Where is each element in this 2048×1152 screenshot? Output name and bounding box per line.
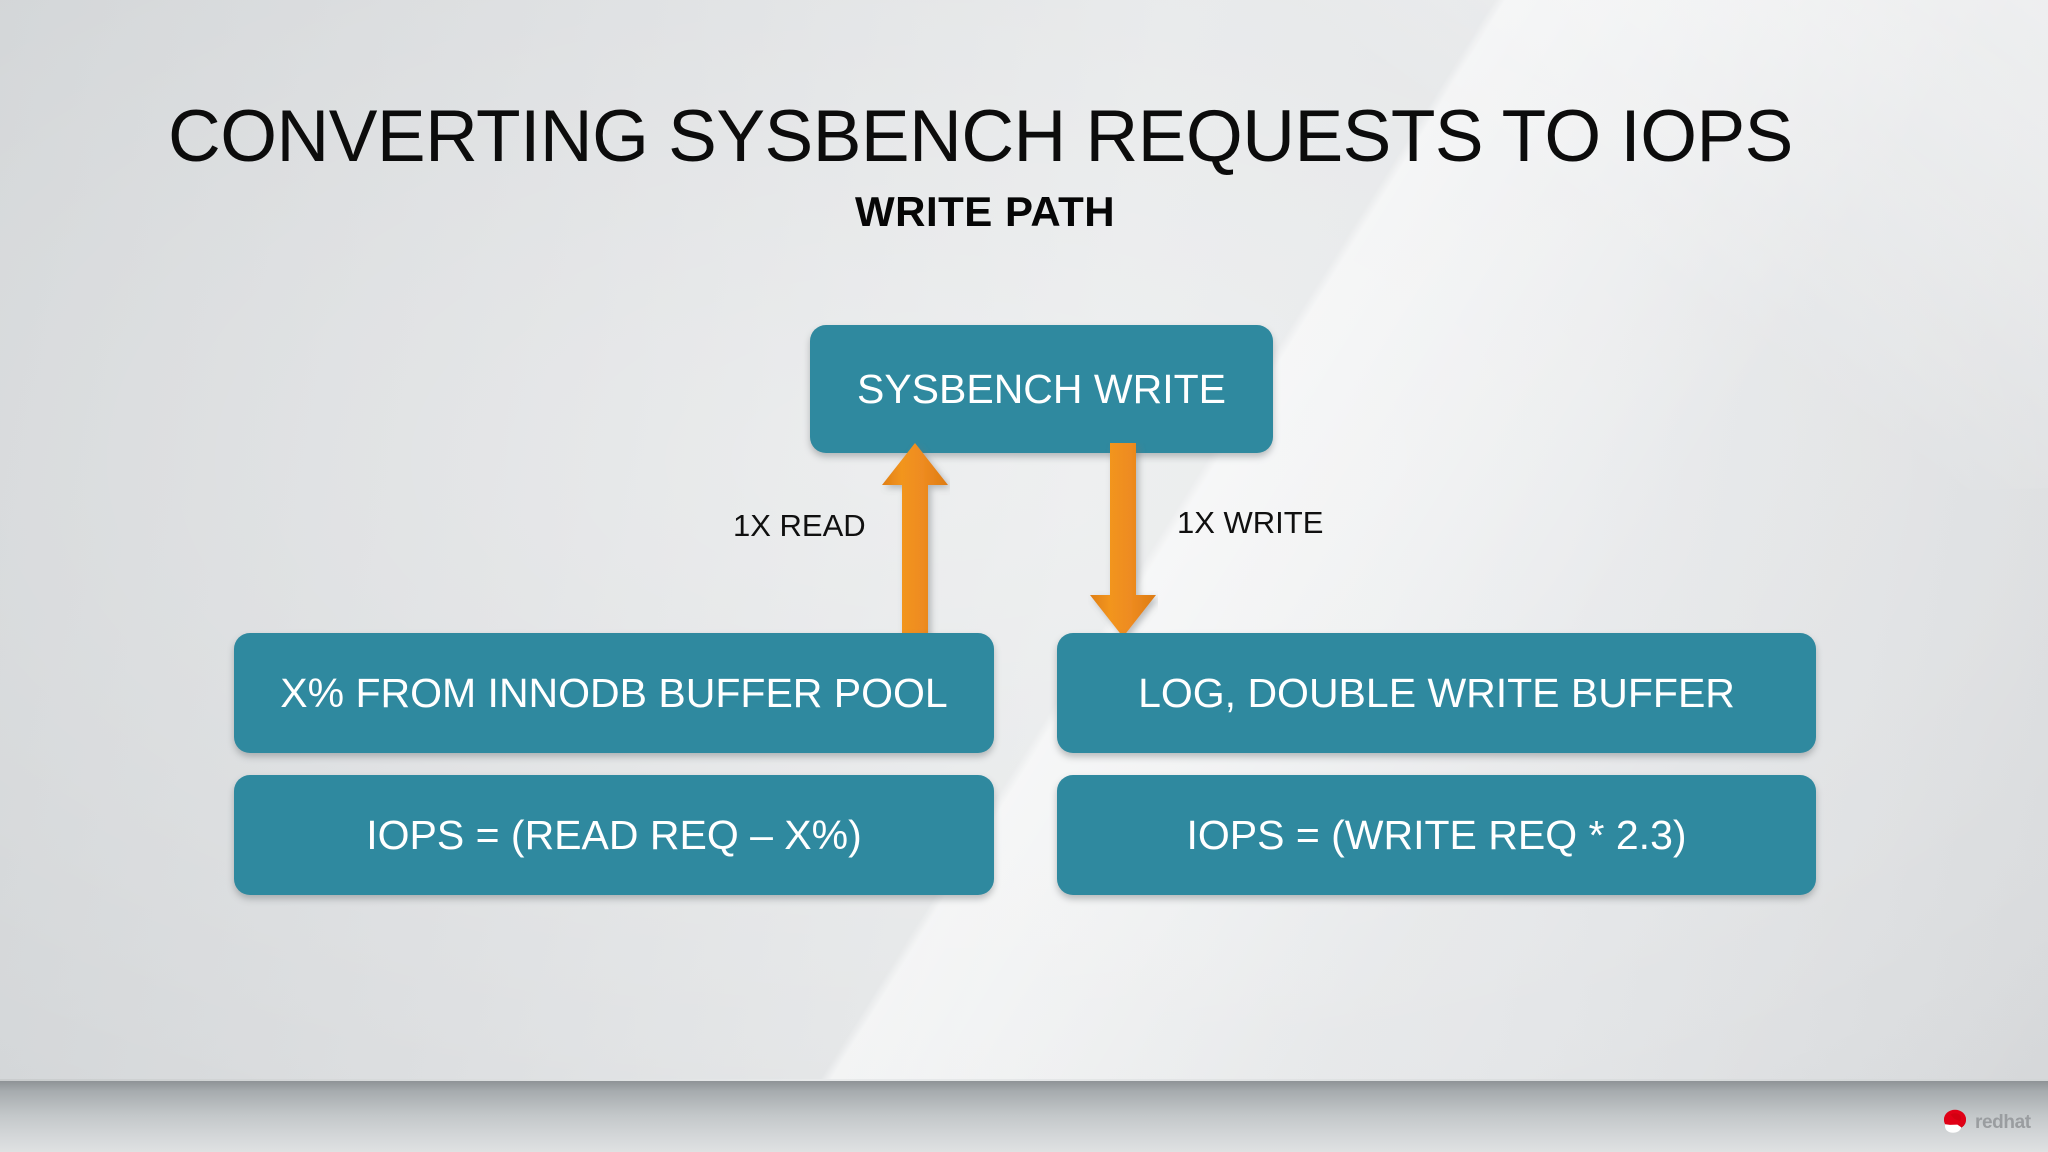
page-title: CONVERTING SYSBENCH REQUESTS TO IOPS (168, 96, 1793, 177)
node-read-iops-formula-label: IOPS = (READ REQ – X%) (366, 811, 862, 858)
node-read-iops-formula: IOPS = (READ REQ – X%) (234, 775, 994, 895)
footer-band (0, 1081, 2048, 1152)
node-innodb-buffer-pool: X% FROM INNODB BUFFER POOL (234, 633, 994, 753)
write-arrow-icon (1090, 443, 1156, 637)
node-sysbench-write-label: SYSBENCH WRITE (856, 365, 1227, 412)
redhat-logo: redhat (1941, 1105, 2037, 1139)
footer-divider (0, 1079, 2048, 1081)
read-arrow-icon (882, 443, 948, 637)
node-write-iops-formula: IOPS = (WRITE REQ * 2.3) (1057, 775, 1816, 895)
read-arrow-label: 1X READ (733, 508, 866, 543)
write-arrow-label: 1X WRITE (1177, 505, 1324, 540)
redhat-wordmark: redhat (1975, 1111, 2031, 1133)
node-innodb-buffer-pool-label: X% FROM INNODB BUFFER POOL (280, 669, 948, 716)
node-log-double-write-buffer: LOG, DOUBLE WRITE BUFFER (1057, 633, 1816, 753)
node-log-double-write-buffer-label: LOG, DOUBLE WRITE BUFFER (1138, 669, 1735, 716)
node-sysbench-write: SYSBENCH WRITE (810, 325, 1273, 453)
slide-subtitle: WRITE PATH (855, 188, 1116, 235)
redhat-shadowman-icon (1944, 1109, 1966, 1133)
node-write-iops-formula-label: IOPS = (WRITE REQ * 2.3) (1186, 811, 1687, 858)
